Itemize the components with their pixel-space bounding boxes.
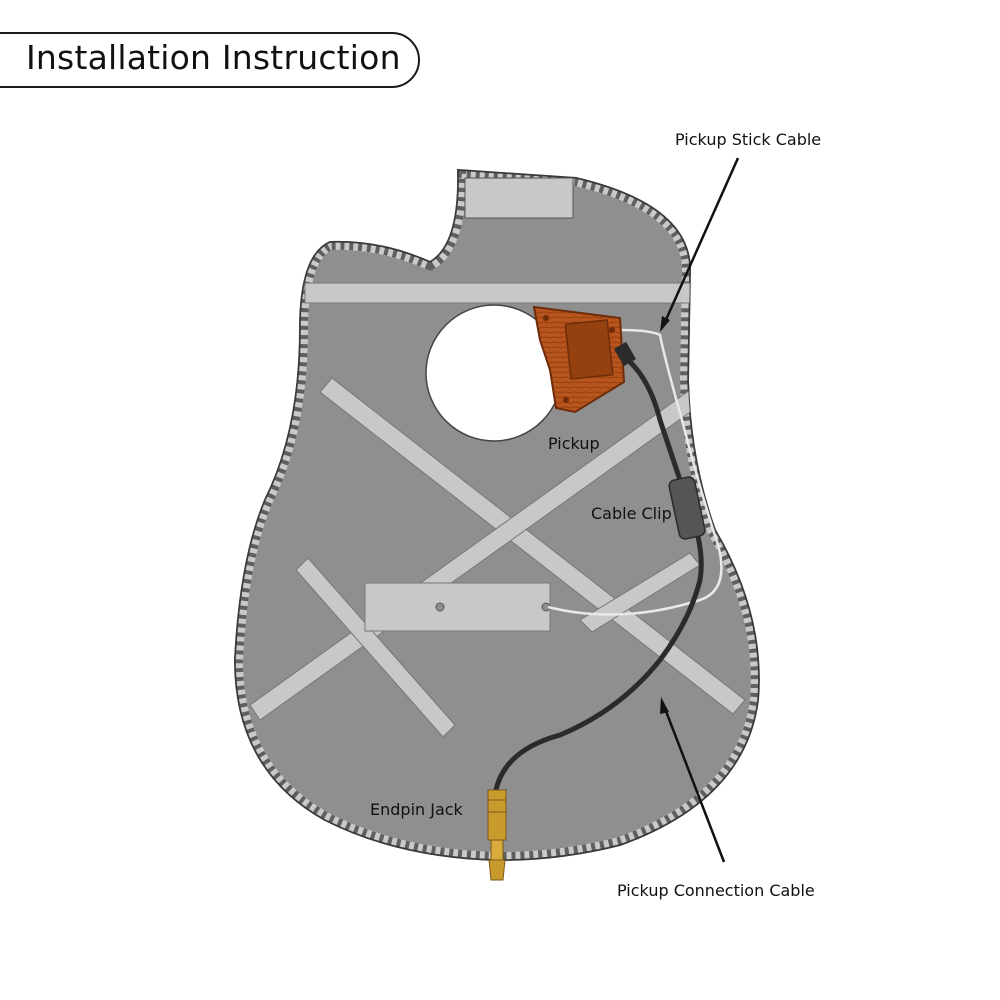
pickup-stick-cable-arrow	[660, 316, 670, 332]
pickup-connection-cable-arrow	[660, 697, 669, 714]
label-endpin-jack: Endpin Jack	[370, 800, 463, 819]
endpin-jack	[487, 789, 507, 881]
page-title: Installation Instruction	[26, 38, 401, 77]
pickup-stick-cable-wire	[547, 328, 723, 616]
pickup-stick-cable-leader	[663, 157, 740, 323]
cable-clip	[668, 476, 706, 540]
braces	[249, 282, 746, 738]
label-cable-clip: Cable Clip	[591, 504, 672, 523]
pickup-unit	[532, 305, 637, 414]
pickup-connection-cable-wire	[493, 358, 704, 791]
label-pickup: Pickup	[548, 434, 600, 453]
pickup-connection-cable-leader	[662, 705, 726, 863]
title-pill	[0, 32, 420, 88]
neck-block	[464, 177, 574, 219]
bridge-screw	[435, 602, 445, 612]
label-pickup-connection-cable: Pickup Connection Cable	[617, 881, 815, 900]
label-pickup-stick-cable: Pickup Stick Cable	[675, 130, 822, 149]
